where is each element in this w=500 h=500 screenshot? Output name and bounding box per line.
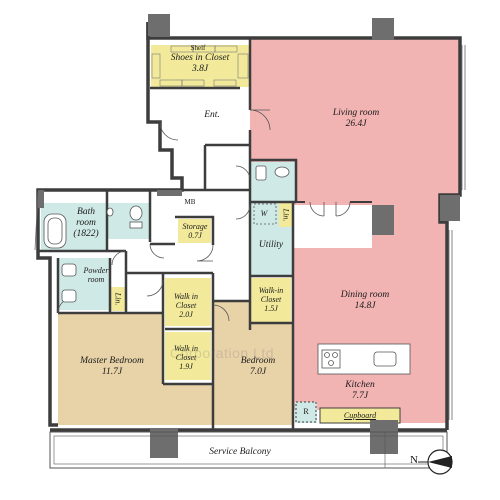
bathtub-icon bbox=[43, 213, 67, 249]
shelf-label: Shelf bbox=[190, 44, 206, 52]
walkin-closet-b-size: 1.9J bbox=[179, 362, 193, 371]
master-bedroom-size: 11.7J bbox=[101, 367, 123, 377]
bedroom-name: Bedroom bbox=[240, 356, 276, 366]
fixtures bbox=[43, 165, 411, 375]
master-bedroom-label: Master Bedroom 11.7J bbox=[80, 356, 144, 378]
compass-icon bbox=[418, 449, 453, 475]
washer-icon bbox=[253, 203, 277, 225]
walkin-closet-a-size: 2.0J bbox=[179, 310, 193, 319]
master-bedroom-name: Master Bedroom bbox=[80, 356, 144, 366]
kitchen-sink-icon bbox=[373, 351, 397, 367]
kitchen-name: Kitchen bbox=[345, 380, 375, 390]
bedroom-fill bbox=[213, 301, 292, 425]
bath-room-name: Bath room bbox=[76, 207, 96, 228]
sink-icon bbox=[61, 289, 77, 303]
living-dining-fill bbox=[250, 32, 460, 423]
bath-room-label: Bath room (1822) bbox=[67, 207, 105, 240]
storage-name: Storage bbox=[182, 222, 208, 231]
walkin-closet-c-label: Walk-in Closet 1.5J bbox=[253, 286, 289, 313]
shoes-closet-size: 3.8J bbox=[191, 64, 209, 74]
walkin-b-fill bbox=[165, 332, 211, 380]
dining-room-name: Dining room bbox=[340, 290, 390, 300]
toilet-icon bbox=[129, 205, 143, 221]
bedroom-label: Bedroom 7.0J bbox=[241, 356, 275, 378]
walkin-closet-b-name: Walk in Closet bbox=[174, 344, 198, 362]
dining-room-size: 14.8J bbox=[354, 301, 376, 311]
cupboard-fill bbox=[320, 408, 400, 423]
powder-room-label: Powder room bbox=[79, 266, 113, 284]
doors bbox=[57, 109, 351, 322]
sink-icon bbox=[61, 263, 77, 277]
bath-sink-fill bbox=[107, 203, 149, 239]
walkin-closet-c-size: 1.5J bbox=[264, 304, 278, 313]
walkin-a-fill bbox=[165, 278, 211, 326]
walkin-closet-a-name: Walk in Closet bbox=[174, 292, 198, 310]
storage-fill bbox=[178, 219, 211, 243]
shoes-closet-label: Shoes in Closet 3.8J bbox=[171, 53, 230, 75]
kitchen-size: 7.7J bbox=[351, 391, 369, 401]
linen-utility-label: Lin. bbox=[281, 208, 291, 222]
columns bbox=[38, 14, 460, 458]
master-bedroom-fill bbox=[58, 313, 213, 425]
watermark: Corporation Ltd bbox=[170, 345, 275, 361]
utility-label: Utility bbox=[258, 240, 284, 250]
shoes-closet-name: Shoes in Closet bbox=[170, 53, 230, 63]
storage-size: 0.7J bbox=[188, 231, 202, 240]
refrigerator-label: R bbox=[303, 407, 309, 416]
linen-utility-fill bbox=[279, 203, 293, 227]
walkin-closet-a-label: Walk in Closet 2.0J bbox=[168, 292, 204, 319]
walkin-closet-b-label: Walk in Closet 1.9J bbox=[168, 344, 204, 371]
storage-label: Storage 0.7J bbox=[183, 222, 208, 240]
service-balcony-label: Service Balcony bbox=[209, 447, 271, 457]
bedroom-size: 7.0J bbox=[249, 367, 267, 377]
sink-icon bbox=[255, 165, 267, 181]
linen-master-fill bbox=[110, 287, 126, 311]
living-room-name: Living room bbox=[332, 108, 380, 118]
washer-label: W bbox=[260, 209, 268, 218]
living-room-label: Living room 26.4J bbox=[333, 108, 379, 130]
cupboard-label: Cupboard bbox=[343, 411, 377, 420]
entrance-label: Ent. bbox=[204, 110, 220, 120]
dining-room-label: Dining room 14.8J bbox=[341, 290, 389, 312]
kitchen-label: Kitchen 7.7J bbox=[345, 380, 375, 402]
mb-label: MB bbox=[184, 198, 196, 206]
bath-room-size: (1822) bbox=[73, 229, 99, 239]
compass-north-label: N bbox=[410, 454, 418, 466]
windows bbox=[34, 45, 466, 420]
shoe-shelves bbox=[151, 45, 249, 87]
refrigerator-fill bbox=[295, 402, 317, 423]
toilet-icon bbox=[274, 166, 290, 178]
powder-room-name: Powder room bbox=[83, 266, 109, 284]
living-room-size: 26.4J bbox=[345, 119, 367, 129]
walkin-closet-c-name: Walk-in Closet bbox=[258, 286, 284, 304]
linen-master-label: Lin. bbox=[113, 292, 123, 306]
walkin-c-fill bbox=[251, 278, 291, 322]
